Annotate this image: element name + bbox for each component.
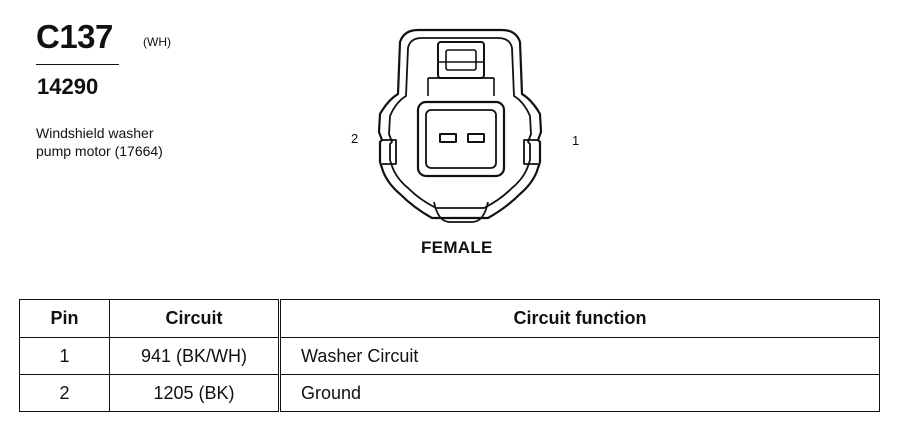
pin-circuit-table: Pin Circuit Circuit function 1 941 (BK/W… [19, 299, 880, 412]
connector-id: C137 [36, 18, 113, 55]
pin-label-left: 2 [351, 131, 359, 146]
cell-pin: 2 [19, 374, 110, 412]
locking-tab [437, 41, 485, 79]
cell-pin: 1 [19, 337, 110, 375]
side-key-right [523, 139, 538, 165]
terminal-cavity-inner [425, 109, 497, 169]
housing-outer [377, 28, 543, 220]
connector-face-diagram [377, 28, 543, 223]
bottom-latch [433, 201, 489, 223]
housing-inner [388, 37, 532, 209]
table-row: 2 1205 (BK) Ground [19, 374, 880, 412]
description-line-1: Windshield washer [36, 125, 154, 141]
cell-circuit-function: Washer Circuit [278, 337, 880, 375]
terminal-cavity-outer [416, 100, 506, 178]
table-row: 1 941 (BK/WH) Washer Circuit [19, 337, 880, 375]
description-line-2: pump motor (17664) [36, 143, 163, 159]
cell-circuit: 1205 (BK) [109, 374, 280, 412]
connector-color-code: (WH) [143, 35, 171, 49]
header-circuit-function: Circuit function [278, 299, 880, 338]
component-description: Windshield washer pump motor (17664) [36, 124, 163, 160]
pin-1-terminal [467, 133, 485, 143]
header-pin: Pin [19, 299, 110, 338]
cell-circuit-function: Ground [278, 374, 880, 412]
header-divider [36, 64, 119, 65]
header-circuit: Circuit [109, 299, 280, 338]
table-header-row: Pin Circuit Circuit function [19, 299, 880, 338]
base-part-number: 14290 [37, 74, 99, 99]
pin-2-terminal [439, 133, 457, 143]
pin-label-right: 1 [572, 133, 580, 148]
locking-tab-inner [445, 49, 477, 71]
side-key-left [382, 139, 397, 165]
connector-gender-label: FEMALE [421, 238, 493, 257]
cell-circuit: 941 (BK/WH) [109, 337, 280, 375]
